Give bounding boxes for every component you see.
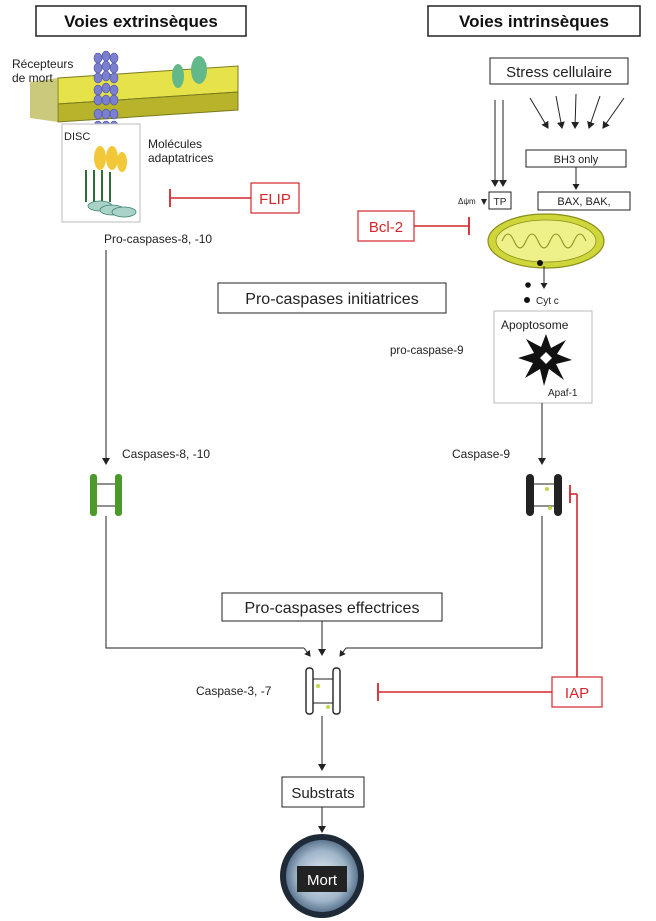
- iap-inhibitor: IAP: [377, 485, 603, 708]
- intrinsic-converge-line: [346, 516, 543, 649]
- pro-caspases-effectrices-box: Pro-caspases effectrices: [221, 592, 443, 622]
- caspase-3-7-label: Caspase-3, -7: [196, 684, 272, 698]
- substrats-box: Substrats: [281, 776, 365, 808]
- tp-label: TP: [494, 197, 507, 208]
- caspases-8-10-label: Caspases-8, -10: [122, 447, 210, 461]
- caspase-8-icon: [90, 474, 122, 516]
- apoptosome-box: Apoptosome Apaf-1: [493, 310, 593, 404]
- disc-complex: [61, 123, 141, 223]
- death-receptors: [93, 50, 119, 132]
- pro-caspases-initiatrices-label: Pro-caspases initiatrices: [245, 291, 418, 308]
- bax-bak-label: BAX, BAK,: [557, 196, 610, 208]
- extrinsic-converge-line: [105, 516, 304, 649]
- iap-label: IAP: [565, 685, 589, 702]
- adaptor-label-2: adaptatrices: [148, 151, 213, 165]
- death-receptors-label-1: Récepteurs: [12, 57, 73, 71]
- delta-psi-label: Δψm: [458, 197, 476, 206]
- extrinsic-converge-arrow: [303, 647, 311, 657]
- death-receptors-label-2: de mort: [12, 71, 53, 85]
- flip-label: FLIP: [259, 191, 291, 208]
- pro-caspases-8-10-label: Pro-caspases-8, -10: [104, 232, 212, 246]
- mitochondria: [487, 213, 605, 269]
- tp-box: TP: [488, 191, 512, 210]
- cell-death-icon: Mort: [280, 834, 364, 918]
- cell-membrane: [30, 65, 239, 123]
- pro-caspases-effectrices-label: Pro-caspases effectrices: [245, 600, 420, 617]
- bcl2-label: Bcl-2: [369, 219, 403, 236]
- header-intrinsic-label: Voies intrinsèques: [459, 12, 609, 31]
- pro-caspases-initiatrices-box: Pro-caspases initiatrices: [217, 282, 447, 314]
- pro-caspase-9-label: pro-caspase-9: [390, 345, 464, 357]
- bax-bak-box: BAX, BAK,: [537, 191, 631, 211]
- caspase-3-icon: [305, 667, 341, 715]
- flip-inhibitor: FLIP: [169, 182, 300, 214]
- apoptosome-label: Apoptosome: [501, 318, 569, 332]
- header-intrinsic: Voies intrinsèques: [427, 5, 641, 37]
- stress-arrows: [491, 93, 625, 187]
- apaf-1-label: Apaf-1: [548, 388, 578, 399]
- cellular-stress-label: Stress cellulaire: [506, 64, 612, 81]
- mort-label: Mort: [307, 872, 338, 889]
- substrats-label: Substrats: [291, 785, 354, 802]
- intrinsic-converge-arrow: [339, 647, 347, 657]
- cyt-c-label: Cyt c: [536, 296, 559, 307]
- disc-label: DISC: [64, 131, 90, 143]
- bcl2-inhibitor: Bcl-2: [357, 210, 470, 242]
- delta-psi-down-icon: [481, 199, 487, 205]
- green-membrane-protein: [172, 56, 207, 88]
- bh3-only-label: BH3 only: [554, 154, 599, 166]
- cyt-c-dot-3: [524, 297, 530, 303]
- header-extrinsic-label: Voies extrinsèques: [64, 12, 218, 31]
- cellular-stress-box: Stress cellulaire: [489, 57, 629, 85]
- header-extrinsic: Voies extrinsèques: [35, 5, 247, 37]
- adaptor-label-1: Molécules: [148, 137, 202, 151]
- cyt-c-dot-2: [525, 282, 531, 288]
- caspase-9-label: Caspase-9: [452, 447, 510, 461]
- caspase-9-icon: [526, 474, 562, 516]
- cyt-c-dot-1: [537, 260, 543, 266]
- bh3-only-box: BH3 only: [525, 149, 627, 168]
